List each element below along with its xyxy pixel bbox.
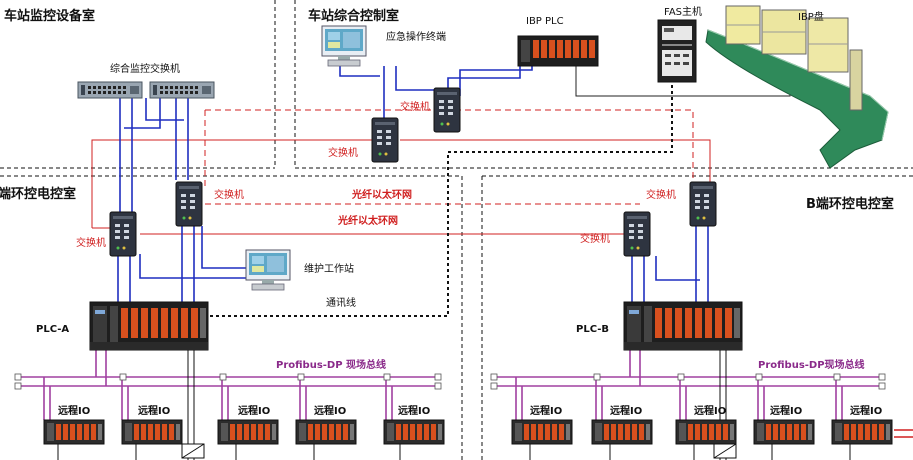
profibus-bus-b — [494, 346, 882, 420]
remote-io-b2-label: 远程IO — [610, 404, 642, 417]
profibus-b-label: Profibus-DP现场总线 — [758, 358, 865, 371]
remote-io-a4-icon — [295, 419, 357, 445]
fiber-ring-label-1: 光纤以太环网 — [351, 188, 412, 201]
exit-cable-icon — [894, 429, 913, 438]
bus-terminators — [14, 373, 886, 390]
ibp-panel-label: IBP盘 — [798, 10, 824, 23]
remote-io-a5-label: 远程IO — [398, 404, 430, 417]
ibp-plc-label: IBP PLC — [526, 16, 564, 27]
control-room-switch-1-icon — [371, 117, 399, 163]
emergency-terminal-label: 应急操作终端 — [386, 30, 446, 43]
switch-label-control-1: 交换机 — [400, 100, 430, 113]
remote-io-a1-label: 远程IO — [58, 404, 90, 417]
ethernet-links — [117, 62, 709, 302]
b-switch-2-icon — [689, 181, 717, 227]
remote-io-b2-icon — [591, 419, 653, 445]
comm-line — [204, 72, 673, 317]
plc-a-label: PLC-A — [36, 324, 69, 335]
a-switch-2-icon — [175, 181, 203, 227]
fiber-ring-outer — [91, 139, 711, 235]
remote-io-a1-icon — [43, 419, 105, 445]
remote-io-a3-label: 远程IO — [238, 404, 270, 417]
room-end-a: A端环控电控室 — [0, 186, 76, 202]
room-station-monitor-equipment: 车站监控设备室 — [4, 8, 95, 24]
switch-label-b-1: 交换机 — [580, 232, 610, 245]
remote-io-a2-label: 远程IO — [138, 404, 170, 417]
switch-label-control-2: 交换机 — [328, 146, 358, 159]
ibp-plc-icon — [517, 35, 599, 67]
maintenance-station-icon — [245, 249, 291, 291]
remote-io-b3-icon — [675, 419, 737, 445]
fiber-ring-label-2: 光纤以太环网 — [337, 214, 398, 227]
remote-io-a4-label: 远程IO — [314, 404, 346, 417]
remote-io-a3-icon — [217, 419, 279, 445]
switch-label-a-2: 交换机 — [214, 188, 244, 201]
profibus-bus-a — [18, 346, 438, 420]
fas-host-label: FAS主机 — [664, 5, 702, 18]
fas-host-icon — [657, 19, 697, 83]
a-switch-1-icon — [109, 211, 137, 257]
comm-line-label: 通讯线 — [326, 296, 356, 309]
remote-io-b5-icon — [831, 419, 893, 445]
remote-io-b3-label: 远程IO — [694, 404, 726, 417]
monitor-switch-2-icon — [149, 81, 215, 99]
switch-label-a-1: 交换机 — [76, 236, 106, 249]
plc-a-icon — [89, 301, 209, 351]
remote-io-a5-icon — [383, 419, 445, 445]
room-station-control: 车站综合控制室 — [308, 8, 399, 24]
emergency-terminal-icon — [321, 25, 367, 67]
profibus-a-label: Profibus-DP 现场总线 — [276, 358, 386, 371]
plc-b-label: PLC-B — [576, 324, 609, 335]
b-switch-1-icon — [623, 211, 651, 257]
room-end-b: B端环控电控室 — [806, 196, 894, 212]
remote-io-b4-label: 远程IO — [770, 404, 802, 417]
remote-io-b1-icon — [511, 419, 573, 445]
maintenance-station-label: 维护工作站 — [304, 262, 354, 275]
remote-io-b5-label: 远程IO — [850, 404, 882, 417]
switch-label-b-2: 交换机 — [646, 188, 676, 201]
remote-io-b4-icon — [753, 419, 815, 445]
ibp-panel-icon — [705, 5, 889, 169]
monitor-switch-label: 综合监控交换机 — [110, 62, 180, 75]
control-room-switch-2-icon — [433, 87, 461, 133]
terminal-block-icon — [181, 443, 737, 459]
remote-io-a2-icon — [121, 419, 183, 445]
monitor-switch-1-icon — [77, 81, 143, 99]
plc-b-icon — [623, 301, 743, 351]
remote-io-b1-label: 远程IO — [530, 404, 562, 417]
